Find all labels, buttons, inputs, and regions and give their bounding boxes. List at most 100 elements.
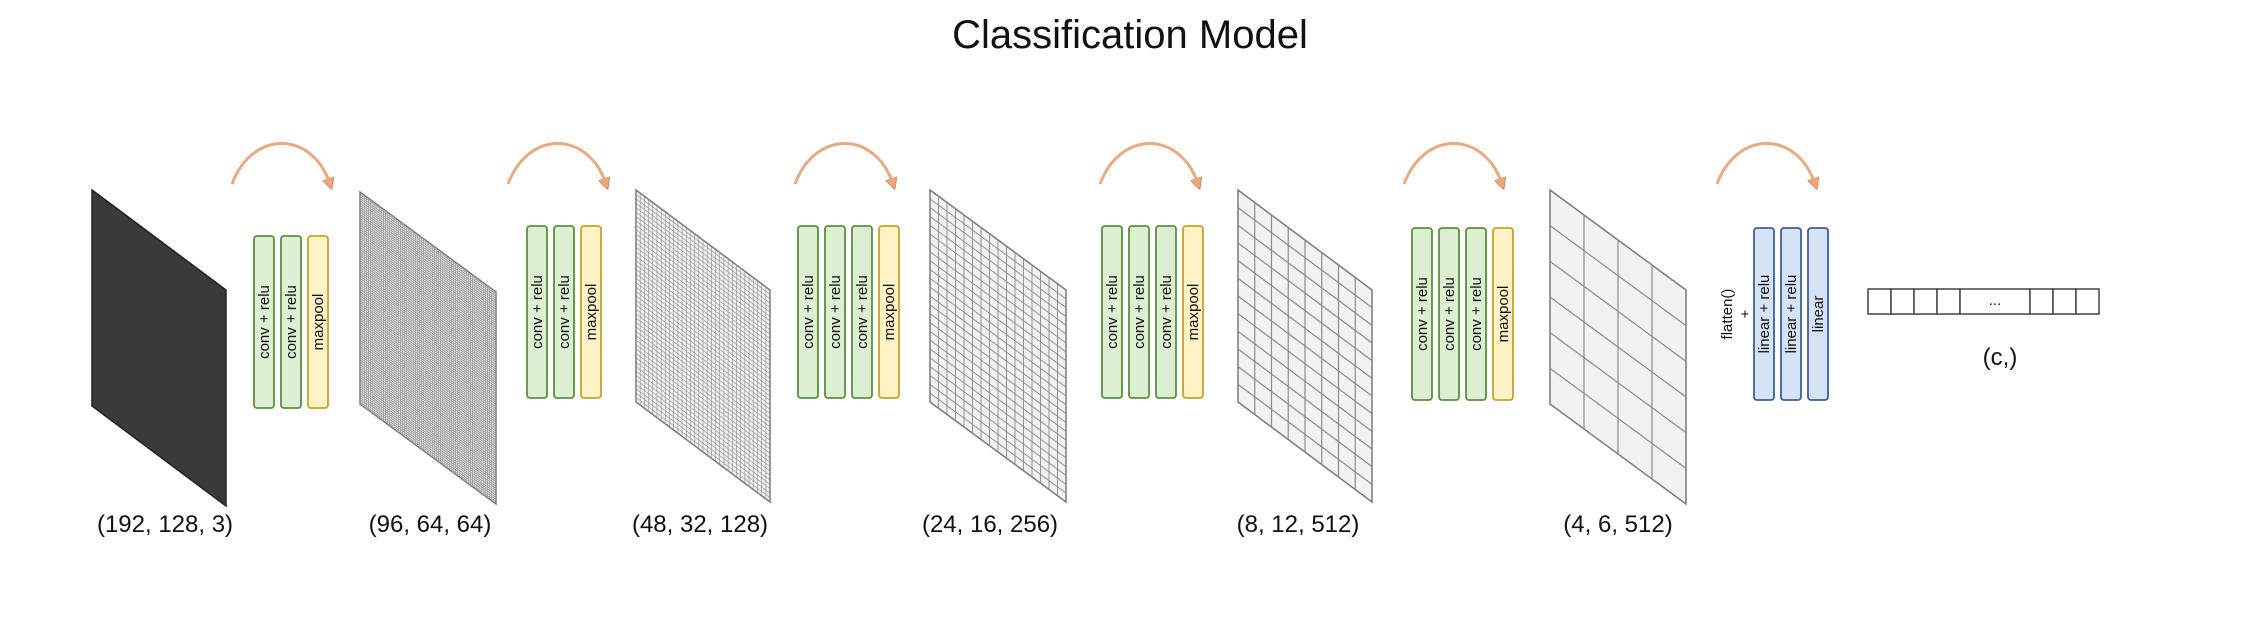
grid-line: [929, 224, 1067, 326]
grid-line: [929, 207, 1067, 309]
grid-line: [635, 256, 771, 357]
grid-line: [635, 278, 771, 379]
grid-line: [929, 322, 1067, 423]
conv-layer-label: conv + relu: [256, 285, 273, 359]
grid-line: [359, 218, 497, 319]
grid-line: [359, 242, 497, 344]
grid-line: [359, 240, 497, 341]
output-cell: [2029, 288, 2054, 315]
grid-line: [929, 242, 1067, 344]
linear-layer-label: linear + relu: [1756, 275, 1773, 354]
grid-line: [1237, 330, 1373, 432]
grid-line: [359, 293, 497, 394]
grid-line: [1237, 366, 1373, 468]
output-cell: [1890, 288, 1915, 315]
conv-layer-label: conv + relu: [556, 275, 573, 349]
grid-line: [635, 317, 771, 419]
grid-line: [929, 366, 1067, 468]
flow-arrow-3: [793, 142, 893, 185]
grid-line: [929, 304, 1067, 406]
conv-layer-box: [797, 225, 819, 399]
grid-line: [635, 326, 771, 428]
conv-layer-box: [1128, 225, 1150, 399]
grid-line: [359, 286, 497, 388]
conv-layer-box: [1438, 227, 1460, 401]
grid-line: [635, 375, 771, 476]
conv-layer-box: [280, 235, 302, 409]
grid-line: [359, 326, 497, 427]
grid-line: [929, 330, 1067, 432]
conv-layer-box: [851, 225, 873, 399]
grid-line: [359, 350, 497, 452]
conv-layer-label: conv + relu: [800, 275, 817, 349]
grid-line: [359, 260, 497, 361]
grid-line: [359, 399, 497, 500]
grid-line: [359, 339, 497, 441]
grid-line: [359, 370, 497, 472]
grid-line: [1237, 260, 1373, 362]
grid-line: [359, 324, 497, 425]
grid-line: [1237, 242, 1373, 344]
flow-arrow-6: [1715, 142, 1815, 185]
grid-line: [359, 357, 497, 458]
grid-line: [929, 286, 1067, 388]
grid-line: [635, 309, 771, 410]
tensor-shape-label: (96, 64, 64): [369, 511, 492, 538]
grid-line: [359, 383, 497, 485]
grid-line: [929, 233, 1067, 335]
pool-layer-box: [307, 235, 329, 409]
grid-line: [359, 269, 497, 370]
grid-line: [359, 266, 497, 368]
grid-line: [635, 362, 771, 463]
grid-line: [635, 348, 771, 450]
pool-layer-label: maxpool: [583, 284, 600, 341]
flow-arrow-1: [230, 142, 330, 185]
grid-line: [635, 229, 771, 330]
grid-line: [635, 353, 771, 454]
grid-line: [359, 216, 497, 317]
grid-line: [635, 304, 771, 406]
grid-line: [359, 344, 497, 445]
grid-line: [929, 313, 1067, 415]
linear-layer-label: linear + relu: [1783, 275, 1800, 354]
grid-line: [359, 282, 497, 383]
grid-line: [359, 198, 497, 299]
grid-line: [359, 297, 497, 399]
grid-line: [359, 359, 497, 461]
flatten-label: +: [1737, 309, 1754, 318]
conv-layer-label: conv + relu: [1414, 277, 1431, 351]
grid-line: [635, 379, 771, 481]
grid-line: [359, 275, 497, 377]
conv-layer-box: [1155, 225, 1177, 399]
grid-line: [635, 247, 771, 348]
grid-line: [359, 322, 497, 423]
grid-line: [359, 251, 497, 352]
grid-line: [635, 286, 771, 388]
grid-line: [635, 216, 771, 317]
grid-line: [635, 269, 771, 370]
conv-layer-label: conv + relu: [1104, 275, 1121, 349]
grid-line: [359, 224, 497, 326]
pool-layer-box: [1182, 225, 1204, 399]
flatten-label: flatten(): [1719, 289, 1736, 340]
grid-line: [635, 242, 771, 344]
grid-line: [359, 366, 497, 467]
output-shape-label: (c,): [1983, 344, 2018, 371]
output-ellipsis: ...: [1989, 292, 2002, 309]
tensor-6: (4, 6, 512): [1549, 188, 1687, 538]
grid-line: [929, 198, 1067, 300]
grid-line: [359, 220, 497, 321]
grid-line: [635, 313, 771, 414]
diagram-content: (192, 128, 3)(96, 64, 64)(48, 32, 128)(2…: [91, 142, 2100, 538]
grid-line: [359, 372, 497, 474]
conv-layer-label: conv + relu: [283, 285, 300, 359]
grid-line: [929, 277, 1067, 379]
grid-line: [359, 253, 497, 355]
grid-line: [635, 357, 771, 459]
grid-line: [359, 308, 497, 410]
grid-line: [1237, 207, 1373, 309]
grid-line: [359, 311, 497, 412]
